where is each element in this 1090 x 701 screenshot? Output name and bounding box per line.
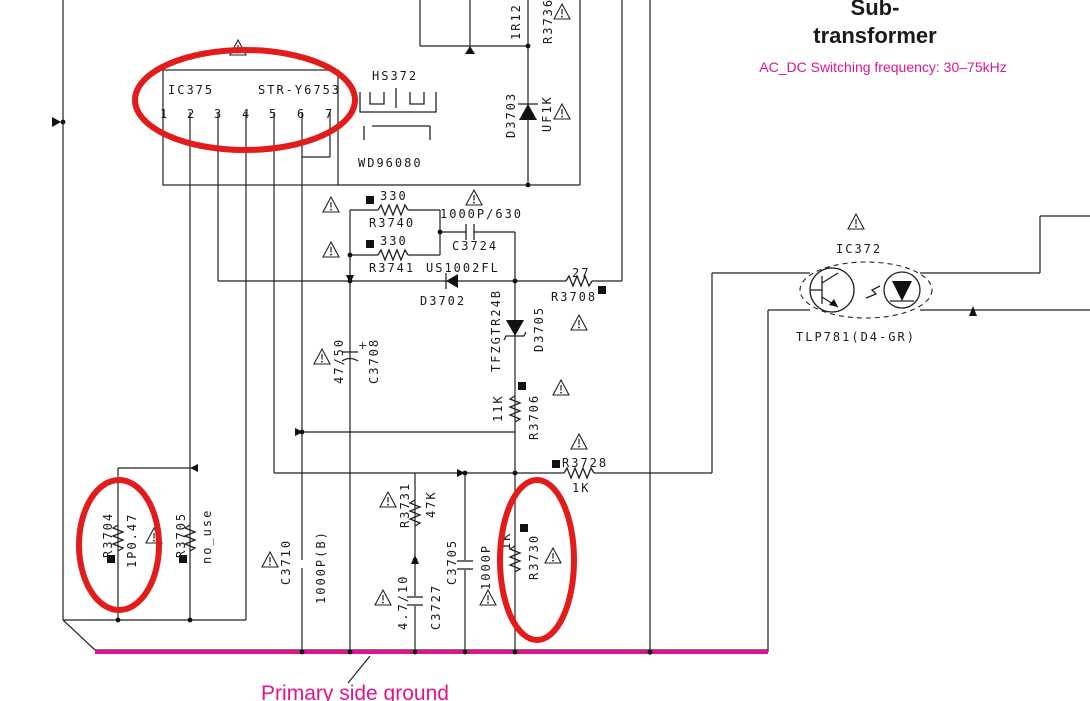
c3724-label: C3724 [452,239,498,253]
r3736-label: R3736 [541,0,555,44]
ic375-label: IC375 [168,83,214,97]
capacitor-c3727 [405,596,425,606]
d3705-label: D3705 [532,306,546,352]
resistor-r3706 [508,395,522,423]
wiring [62,0,1090,684]
r3731-value: 47K [424,490,438,518]
ic372-label: IC372 [836,242,882,256]
resistor-r3741 [377,248,409,262]
resistor-r3731 [408,499,422,527]
subtransformer-title-line2: transformer [813,23,937,48]
subtransformer-title-line1: Sub- [851,0,900,20]
ic375-pin-4: 4 [242,107,251,121]
d3702-label: D3702 [420,294,466,308]
c3727-label: C3727 [429,584,443,630]
optocoupler-icon [799,261,933,319]
c3705-label: C3705 [445,539,459,585]
resistor-r3708 [565,274,593,288]
diode-d3703 [518,103,538,120]
capacitor-c3724 [465,224,475,240]
r3728-value: 1K [572,481,590,495]
r3741-value: 330 [380,234,408,248]
ic375-pin-5: 5 [269,107,278,121]
capacitor-c3705 [455,560,475,570]
wd96080-label: WD96080 [358,156,423,170]
r3705-label: R3705 [174,512,188,558]
ic375-pin-6: 6 [297,107,306,121]
d3703-label: D3703 [504,92,518,138]
resistor-r3728 [563,466,595,480]
r3706-value: 11K [491,394,505,422]
tlp781-label: TLP781(D4-GR) [796,330,916,344]
c3708-label: C3708 [367,338,381,384]
c3724-value: 1000P/630 [440,207,523,221]
hs372-label: HS372 [372,69,418,83]
switching-frequency-note: AC_DC Switching frequency: 30–75kHz [759,59,1006,75]
arrow-marker-icon [52,46,977,564]
r3731-label: R3731 [398,482,412,528]
ic375-pin-1: 1 [160,107,169,121]
r3730-label: R3730 [527,534,541,580]
r3740-label: R3740 [369,216,415,230]
c3727-value: 4.7/10 [396,575,410,630]
resistor-r3705 [183,524,197,552]
highlight-circles [76,47,577,643]
capacitor-c3710 [298,560,306,568]
ic375-pin-7: 7 [325,107,334,121]
ic375-pin-3: 3 [214,107,223,121]
resistor-r3740 [377,203,409,217]
capacitor-c3708: + [341,339,367,362]
r3704-label: R3704 [101,512,115,558]
d3702-part: US1002FL [426,261,500,275]
r3708-label: R3708 [551,290,597,304]
c3710-value: 1000P(B) [314,530,328,604]
junction-dots [60,43,653,655]
uf1k-label: UF1K [540,95,554,132]
c3708-value: 47/50 [332,338,346,384]
r3706-label: R3706 [527,394,541,440]
primary-ground-label: Primary side ground [261,682,449,701]
c3710-label: C3710 [279,539,293,585]
c3705-value: 1000P [479,544,493,590]
zener-d3705 [503,320,527,341]
r3704-value: 1P0.47 [125,513,139,568]
safety-square-icon [107,196,606,563]
ic375-pin-2: 2 [187,107,196,121]
svg-text:+: + [358,339,367,352]
ic375-part-number: STR-Y6753 [258,83,341,97]
r3728-label: R3728 [562,456,608,470]
r3708-value: 27 [572,266,590,280]
resistor-r3730 [508,545,522,573]
r3712-label: 1R12 [509,3,523,40]
resistor-r3704 [111,524,125,552]
r3705-value: no_use [200,509,214,564]
r3740-value: 330 [380,189,408,203]
r3741-label: R3741 [369,261,415,275]
diode-d3702 [445,273,458,289]
zener-part-label: TFZGTR24B [489,289,503,372]
heatsink-hs372 [359,88,437,140]
